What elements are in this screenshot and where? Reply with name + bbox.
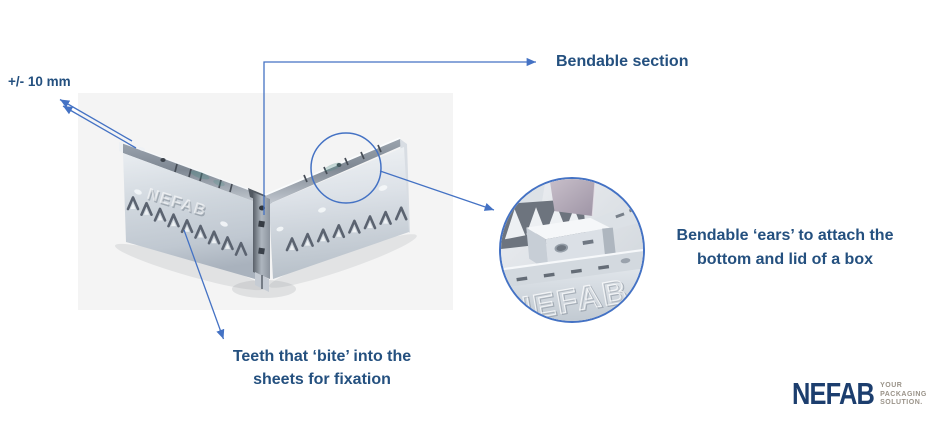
detail-bottom-face bbox=[501, 268, 643, 321]
logo-tagline-line3: SOLUTION. bbox=[880, 399, 923, 406]
bracket-teeth-left-highlights bbox=[130, 203, 230, 249]
logo-tagline: YOUR PACKAGING SOLUTION. bbox=[880, 380, 927, 408]
bendable-ears-label-line1: Bendable ‘ears’ to attach the bbox=[676, 227, 894, 244]
bracket-corner-post bbox=[253, 192, 270, 292]
teeth-label: Teeth that ‘bite’ into the sheets for fi… bbox=[213, 345, 431, 391]
logo-tagline-line2: PACKAGING bbox=[880, 390, 927, 398]
detail-view-illustration: NEFAB NEFAB bbox=[501, 179, 643, 321]
tolerance-label: +/- 10 mm bbox=[8, 74, 71, 89]
detail-purple-tab bbox=[549, 179, 597, 217]
bendable-ears-label-line2: bottom and lid of a box bbox=[697, 251, 873, 268]
detail-circle: NEFAB NEFAB bbox=[499, 177, 645, 323]
bracket-right-arm bbox=[248, 137, 410, 279]
product-photo: NEFAB NEFAB bbox=[78, 93, 453, 310]
nefab-logo: NEFAB YOUR PACKAGING SOLUTION. bbox=[792, 376, 927, 411]
teeth-label-line1: Teeth that ‘bite’ into the bbox=[232, 348, 412, 365]
corner-bracket-illustration: NEFAB NEFAB bbox=[114, 137, 417, 298]
detail-rail bbox=[501, 248, 643, 292]
bendable-ears-label: Bendable ‘ears’ to attach the bottom and… bbox=[640, 224, 930, 272]
bendable-section-label: Bendable section bbox=[556, 53, 689, 70]
nefab-wordmark: NEFAB bbox=[792, 376, 875, 411]
teeth-label-line2: sheets for fixation bbox=[253, 371, 391, 388]
logo-tagline-line1: YOUR bbox=[880, 382, 903, 389]
bracket-teeth-right-highlights bbox=[289, 218, 389, 250]
